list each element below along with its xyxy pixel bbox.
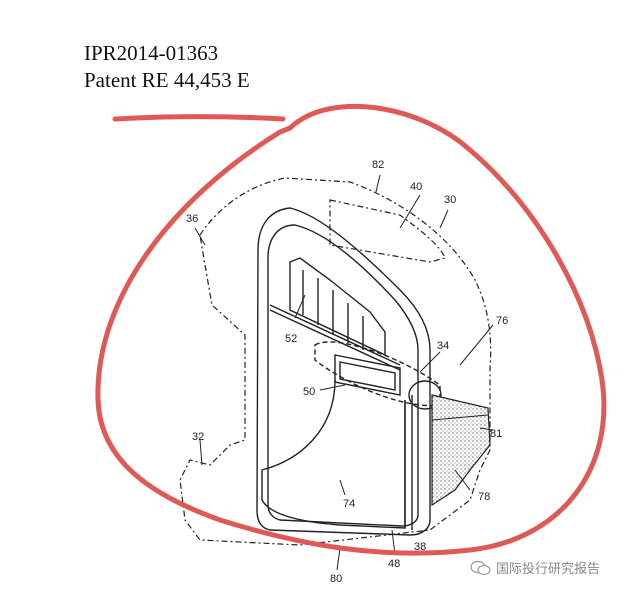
ref-78: 78 bbox=[478, 491, 490, 503]
ref-76: 76 bbox=[496, 315, 508, 327]
ref-40: 40 bbox=[410, 181, 422, 193]
main-panel bbox=[256, 207, 442, 536]
ref-80: 80 bbox=[330, 573, 342, 585]
watermark-text: 国际投行研究报告 bbox=[496, 562, 601, 577]
leader-lines bbox=[194, 174, 494, 571]
underline-stroke bbox=[112, 114, 286, 122]
housing-outline bbox=[179, 177, 492, 546]
ref-32: 32 bbox=[192, 431, 204, 443]
ref-38: 38 bbox=[414, 541, 426, 553]
ref-36: 36 bbox=[186, 213, 198, 225]
watermark: 国际投行研究报告 bbox=[470, 558, 600, 577]
ref-50: 50 bbox=[303, 386, 315, 398]
red-annotation bbox=[95, 103, 607, 556]
case-number: IPR2014-01363 bbox=[84, 41, 219, 65]
patent-number: Patent RE 44,453 E bbox=[84, 68, 250, 92]
stippled-bin bbox=[431, 394, 491, 507]
ref-30: 30 bbox=[444, 194, 456, 206]
ref-82: 82 bbox=[372, 159, 384, 171]
ref-74: 74 bbox=[343, 498, 355, 510]
ref-52: 52 bbox=[285, 333, 297, 345]
ref-34: 34 bbox=[437, 340, 449, 352]
circle-stroke bbox=[95, 103, 607, 556]
reference-numerals: 82 40 30 36 52 76 34 50 81 32 78 74 48 3… bbox=[186, 159, 508, 585]
ref-48: 48 bbox=[388, 558, 400, 570]
wechat-icon bbox=[470, 560, 491, 575]
ref-81: 81 bbox=[490, 428, 502, 440]
document-header: IPR2014-01363 Patent RE 44,453 E bbox=[84, 40, 250, 94]
